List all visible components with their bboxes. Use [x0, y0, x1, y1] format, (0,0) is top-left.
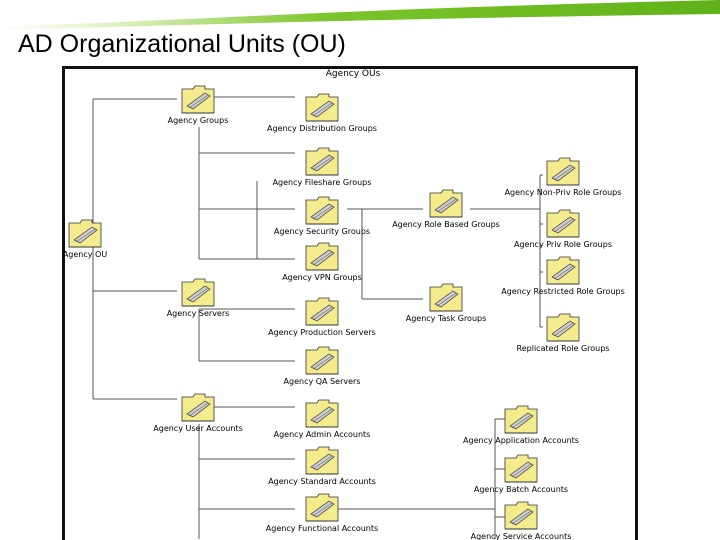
folder-icon	[305, 445, 339, 475]
slide-title: AD Organizational Units (OU)	[18, 30, 346, 58]
folder-icon	[504, 404, 538, 434]
folder-icon	[546, 156, 580, 186]
folder-icon	[68, 218, 102, 248]
ou-node-label: Agency Admin Accounts	[273, 430, 371, 439]
ou-node-label: Agency Service Accounts	[470, 532, 572, 540]
folder-icon	[305, 241, 339, 271]
ou-node-label: Agency Fileshare Groups	[272, 178, 372, 187]
header-accent-bar	[0, 0, 720, 30]
folder-icon	[305, 398, 339, 428]
ou-node-label: Agency Groups	[167, 116, 229, 125]
folder-icon	[181, 392, 215, 422]
folder-icon	[546, 312, 580, 342]
folder-icon	[305, 92, 339, 122]
ou-node-label: Agency Standard Accounts	[268, 477, 376, 486]
folder-icon	[305, 146, 339, 176]
folder-icon	[504, 453, 538, 483]
folder-icon	[305, 195, 339, 225]
folder-icon	[429, 188, 463, 218]
ou-node-label: Agency User Accounts	[153, 424, 243, 433]
ou-node-label: Agency Priv Role Groups	[514, 240, 612, 249]
ou-node-label: Agency Functional Accounts	[265, 524, 379, 533]
ou-node-label: Agency VPN Groups	[282, 273, 362, 282]
ou-node-label: Agency Non-Priv Role Groups	[504, 188, 622, 197]
folder-icon	[305, 296, 339, 326]
ou-node-label: Agency QA Servers	[283, 377, 361, 386]
ou-diagram: Agency OUs Agency OU Agency Groups Agenc…	[62, 66, 638, 540]
ou-node-label: Agency Batch Accounts	[473, 485, 569, 494]
ou-node-label: Replicated Role Groups	[516, 344, 610, 353]
folder-icon	[305, 345, 339, 375]
diagram-root-title: Agency OUs	[325, 69, 381, 79]
ou-node-label: Agency Security Groups	[273, 227, 371, 236]
folder-icon	[181, 84, 215, 114]
ou-node-label: Agency Application Accounts	[463, 436, 579, 445]
folder-icon	[305, 492, 339, 522]
folder-icon	[546, 208, 580, 238]
ou-node-label: Agency Production Servers	[268, 328, 376, 337]
folder-icon	[429, 282, 463, 312]
ou-node-label: Agency Servers	[166, 309, 230, 318]
ou-node-label: Agency Task Groups	[405, 314, 487, 323]
ou-node-label: Agency Restricted Role Groups	[501, 287, 625, 296]
ou-node-label: Agency OU	[62, 250, 108, 259]
connector-lines	[92, 96, 543, 539]
folder-icon	[504, 500, 538, 530]
folder-icon	[546, 255, 580, 285]
ou-node-label: Agency Role Based Groups	[392, 220, 500, 229]
ou-node-label: Agency Distribution Groups	[267, 124, 377, 133]
folder-icon	[181, 277, 215, 307]
